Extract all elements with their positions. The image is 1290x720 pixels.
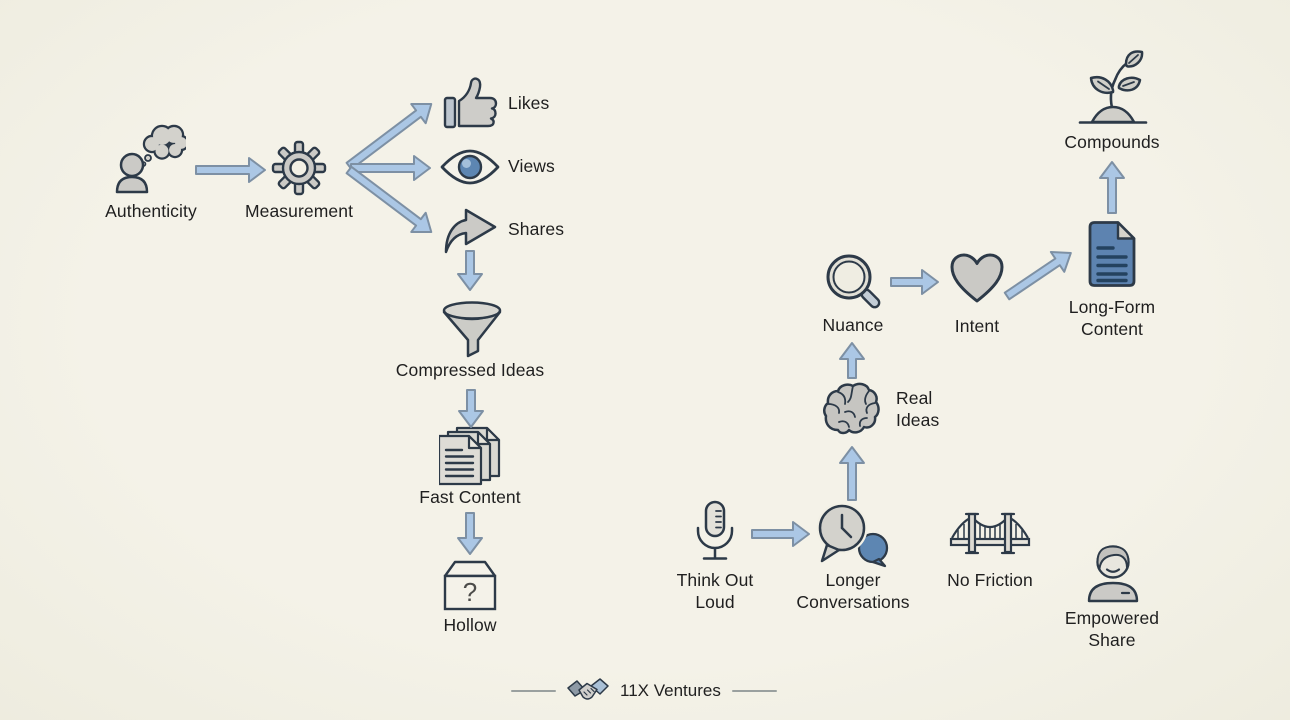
- bridge-icon: [949, 512, 1031, 555]
- brand-name: 11X Ventures: [620, 681, 721, 700]
- think-out-loud-label: Think Out Loud: [676, 570, 754, 612]
- authenticity-label: Authenticity: [105, 201, 197, 221]
- arrow-real_ideas-to-nuance: [839, 342, 865, 379]
- divider-line: [511, 690, 556, 692]
- person-thinking-icon: [115, 124, 186, 194]
- funnel-icon: [442, 301, 502, 358]
- empowered-share-label: Empowered Share: [1064, 608, 1160, 650]
- footer-brand-row: 11X Ventures: [511, 676, 777, 706]
- arrow-measurement-to-likes: [345, 103, 433, 171]
- chat-clock-icon: [816, 504, 889, 568]
- eye-icon: [440, 149, 500, 185]
- longer-conversations-label: Longer Conversations: [796, 570, 910, 612]
- fast-content-label: Fast Content: [419, 487, 521, 507]
- compressed-ideas-label: Compressed Ideas: [395, 360, 545, 380]
- question-mark-glyph: ?: [463, 577, 477, 607]
- handshake-icon: [567, 678, 609, 700]
- arrow-intent-to-long_form_content: [1003, 250, 1072, 301]
- documents-stack-icon: [439, 426, 501, 486]
- likes-label: Likes: [508, 93, 550, 113]
- arrow-nuance-to-intent: [890, 269, 939, 295]
- intent-label: Intent: [954, 316, 1000, 336]
- arrow-measurement-to-shares: [345, 165, 433, 233]
- arrow-compressed_ideas-to-fast_content: [458, 389, 484, 428]
- shares-label: Shares: [508, 219, 565, 239]
- magnifier-icon: [826, 254, 881, 309]
- real-ideas-label: Real Ideas: [896, 388, 940, 430]
- hollow-label: Hollow: [443, 615, 497, 635]
- arrow-fast_content-to-hollow: [457, 512, 483, 555]
- long-form-content-label: Long-Form Content: [1068, 297, 1156, 339]
- no-friction-label: No Friction: [947, 570, 1033, 590]
- person-icon: [1087, 545, 1139, 603]
- arrow-longer_conversations-to-real_ideas: [839, 446, 865, 501]
- thumbs-up-icon: [443, 77, 498, 129]
- microphone-icon: [696, 500, 734, 560]
- arrow-shares-to-compressed_ideas: [457, 250, 483, 291]
- arrow-authenticity-to-measurement: [195, 157, 266, 183]
- views-label: Views: [508, 156, 555, 176]
- nuance-label: Nuance: [822, 315, 884, 335]
- plant-sprout-icon: [1078, 50, 1148, 124]
- arrow-think_out_loud-to-longer_conversations: [751, 521, 810, 547]
- arrow-measurement-to-views: [350, 155, 431, 181]
- measurement-label: Measurement: [244, 201, 354, 221]
- gear-icon: [271, 140, 327, 196]
- blue-document-icon: [1088, 221, 1136, 287]
- arrow-long_form_content-to-compounds: [1099, 161, 1125, 214]
- brain-icon: [823, 382, 880, 435]
- divider-line: [731, 690, 777, 692]
- share-arrow-icon: [444, 208, 497, 254]
- heart-icon: [950, 253, 1004, 303]
- compounds-label: Compounds: [1064, 132, 1160, 152]
- empty-box-question-icon: ?: [443, 560, 497, 611]
